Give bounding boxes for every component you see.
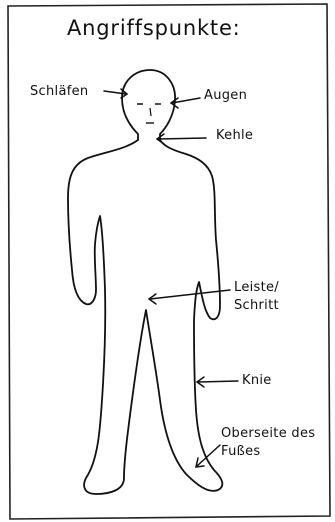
head-outline (122, 70, 175, 140)
face-nose (150, 108, 151, 116)
label-temples: Schläfen (30, 84, 88, 100)
arrow-temples (104, 89, 127, 98)
body-outline (68, 140, 222, 494)
label-groin-line2: Schritt (234, 298, 279, 314)
label-eyes: Augen (204, 88, 247, 104)
label-knee: Knie (242, 373, 272, 389)
label-instep-line1: Oberseite des (221, 426, 315, 442)
arrow-groin (149, 290, 230, 304)
label-groin-line1: Leiste/ (234, 280, 279, 296)
arrow-eyes (171, 98, 200, 108)
label-instep-line2: Fußes (221, 444, 260, 460)
arrow-throat (157, 134, 206, 144)
arrow-knee (197, 377, 238, 387)
label-throat: Kehle (216, 128, 253, 144)
arrow-instep (196, 445, 220, 467)
diagram-title: Angriffspunkte: (67, 16, 241, 40)
